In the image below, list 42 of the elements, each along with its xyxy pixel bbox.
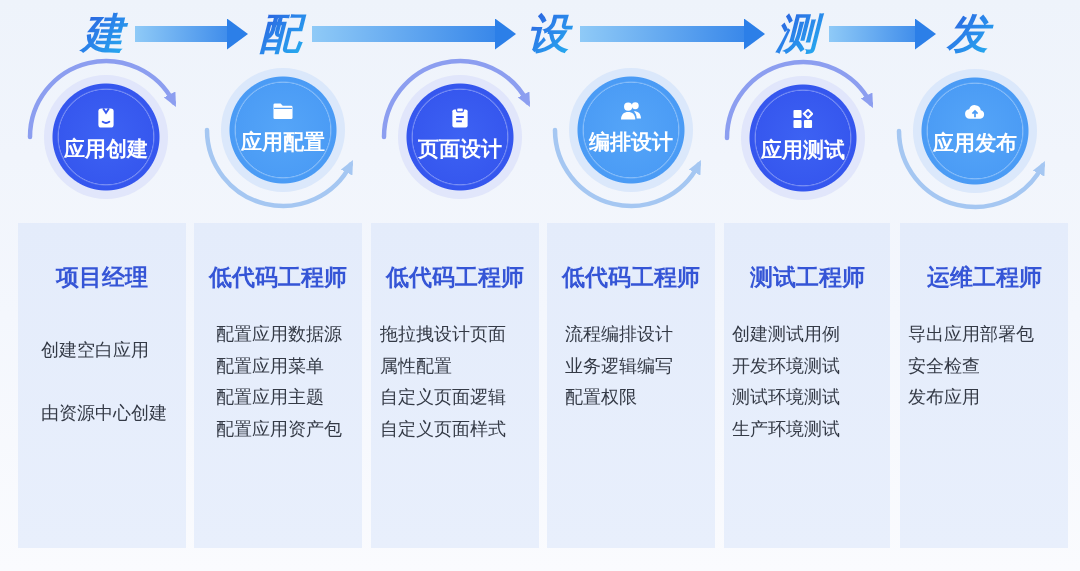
arrow: [312, 18, 516, 50]
task-item: 自定义页面样式: [380, 416, 506, 441]
task-item: 属性配置: [380, 353, 452, 378]
step-label: 应用创建: [64, 136, 148, 162]
role-title: 低代码工程师: [386, 263, 524, 292]
task-item: 由资源中心创建: [41, 401, 167, 425]
step-circle: [913, 69, 1037, 193]
task-item: 流程编排设计: [565, 322, 673, 346]
arrow: [135, 18, 248, 50]
role-title: 运维工程师: [926, 263, 1042, 292]
task-item: 配置权限: [565, 385, 637, 409]
task-item: 生产环境测试: [732, 416, 840, 441]
task-item: 测试环境测试: [732, 385, 840, 409]
task-item: 创建空白应用: [41, 338, 149, 362]
task-item: 发布应用: [908, 385, 980, 409]
role-title: 低代码工程师: [562, 263, 700, 292]
step-circle: [398, 75, 522, 199]
step-label: 编排设计: [589, 129, 673, 155]
step-label: 应用配置: [241, 129, 325, 155]
task-item: 配置应用资产包: [216, 416, 342, 441]
task-item: 业务逻辑编写: [565, 353, 673, 378]
step-label: 应用发布: [933, 130, 1017, 156]
role-title: 测试工程师: [749, 263, 865, 292]
task-item: 安全检查: [908, 353, 980, 378]
step-circle: [569, 68, 693, 192]
arrow: [829, 18, 936, 50]
step-circle: [741, 76, 865, 200]
task-item: 配置应用主题: [216, 385, 324, 409]
task-item: 创建测试用例: [732, 322, 840, 346]
task-item: 自定义页面逻辑: [380, 385, 506, 409]
step-label: 应用测试: [761, 137, 845, 163]
role-title: 低代码工程师: [209, 263, 347, 292]
task-item: 拖拉拽设计页面: [380, 322, 506, 346]
step-circle: [44, 75, 168, 199]
task-item: 开发环境测试: [732, 353, 840, 378]
task-item: 导出应用部署包: [908, 322, 1034, 346]
task-item: 配置应用菜单: [216, 353, 324, 378]
arrow: [580, 18, 765, 50]
role-title: 项目经理: [56, 263, 148, 292]
step-label: 页面设计: [418, 136, 502, 162]
step-circle: [221, 68, 345, 192]
task-item: 配置应用数据源: [216, 322, 342, 346]
